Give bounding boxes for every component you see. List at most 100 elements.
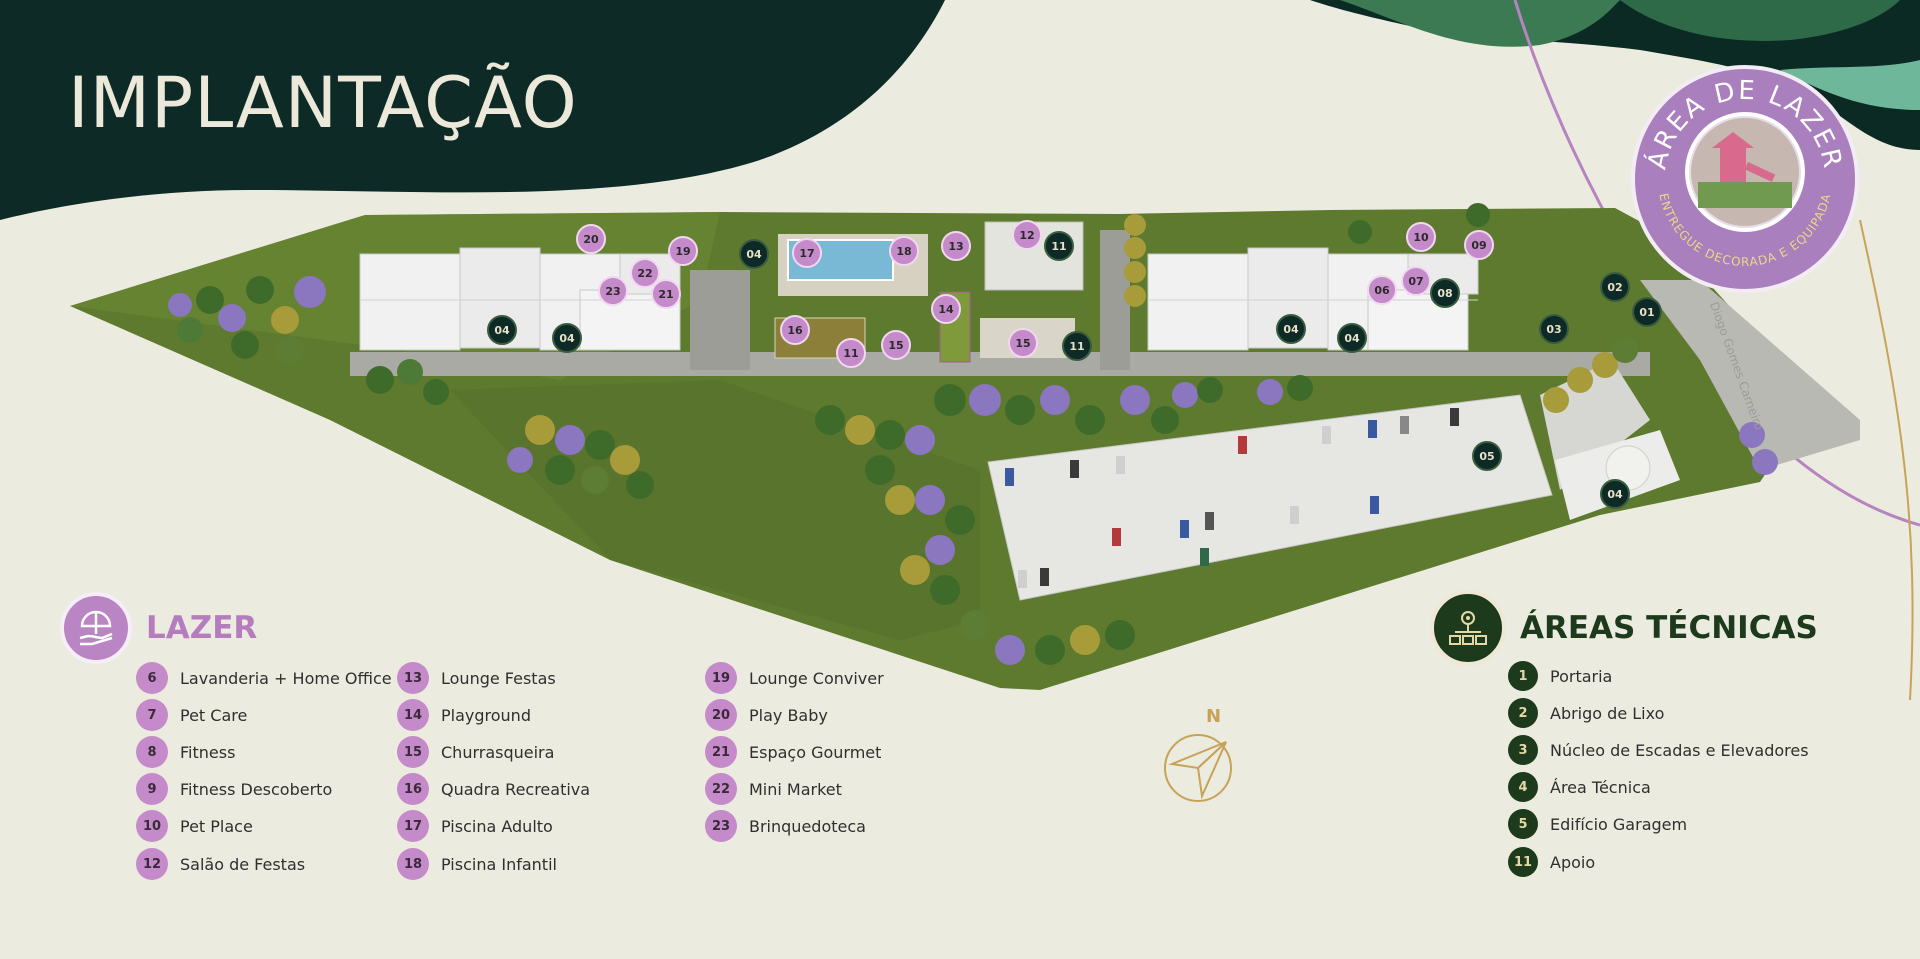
garage-building	[987, 394, 1553, 601]
map-marker: 19	[668, 236, 698, 266]
map-marker: 17	[792, 238, 822, 268]
map-marker: 04	[487, 315, 517, 345]
legend-label: Edifício Garagem	[1550, 814, 1688, 834]
legend-label: Piscina Infantil	[441, 854, 557, 874]
legend-number: 17	[397, 810, 429, 842]
legend-number: 10	[136, 810, 168, 842]
map-marker: 08	[1430, 278, 1460, 308]
legend-label: Área Técnica	[1550, 777, 1651, 797]
compass-rose: N	[1158, 706, 1238, 806]
map-marker: 18	[889, 236, 919, 266]
legend-label: Apoio	[1550, 852, 1596, 872]
map-marker: 11	[1044, 231, 1074, 261]
legend-item: 9 Fitness Descoberto	[136, 773, 332, 805]
legend-number: 23	[705, 810, 737, 842]
legend-number: 16	[397, 773, 429, 805]
legend-label: Pet Place	[180, 816, 253, 836]
legend-label: Núcleo de Escadas e Elevadores	[1550, 740, 1809, 760]
legend-label: Quadra Recreativa	[441, 779, 591, 799]
legend-label: Play Baby	[749, 705, 828, 725]
legend-item: 2 Abrigo de Lixo	[1508, 698, 1664, 728]
lazer-title: LAZER	[146, 610, 258, 646]
legend-label: Piscina Adulto	[441, 816, 553, 836]
legend-label: Fitness Descoberto	[180, 779, 333, 799]
map-marker: 04	[1600, 479, 1630, 509]
legend-number: 3	[1508, 735, 1538, 765]
legend-item: 11 Apoio	[1508, 847, 1595, 877]
legend-label: Portaria	[1550, 666, 1613, 686]
page-title: IMPLANTAÇÃO	[68, 62, 578, 144]
map-marker: 10	[1406, 222, 1436, 252]
legend-label: Playground	[441, 705, 531, 725]
map-marker: 11	[1062, 331, 1092, 361]
legend-item: 16 Quadra Recreativa	[397, 773, 590, 805]
legend-number: 13	[397, 662, 429, 694]
tree-clusters	[168, 203, 1778, 665]
legend-item: 10 Pet Place	[136, 810, 253, 842]
legend-number: 7	[136, 699, 168, 731]
legend-item: 4 Área Técnica	[1508, 772, 1651, 802]
legend-item: 5 Edifício Garagem	[1508, 809, 1687, 839]
legend-number: 2	[1508, 698, 1538, 728]
legend-item: 22 Mini Market	[705, 773, 842, 805]
legend-item: 6 Lavanderia + Home Office	[136, 662, 392, 694]
legend-label: Churrasqueira	[441, 742, 555, 762]
map-marker: 23	[598, 276, 628, 306]
legend-number: 6	[136, 662, 168, 694]
legend-number: 18	[397, 848, 429, 880]
legend-number: 11	[1508, 847, 1538, 877]
map-marker: 15	[1008, 328, 1038, 358]
legend-label: Lounge Conviver	[749, 668, 884, 688]
legend-label: Pet Care	[180, 705, 248, 725]
legend-label: Brinquedoteca	[749, 816, 866, 836]
map-marker: 04	[1276, 314, 1306, 344]
map-marker: 04	[1337, 323, 1367, 353]
street	[1640, 280, 1860, 470]
map-marker: 04	[739, 239, 769, 269]
legend-number: 21	[705, 736, 737, 768]
legend-item: 18 Piscina Infantil	[397, 848, 557, 880]
legend-number: 14	[397, 699, 429, 731]
legend-number: 8	[136, 736, 168, 768]
map-marker: 04	[552, 323, 582, 353]
legend-number: 15	[397, 736, 429, 768]
map-marker: 16	[780, 315, 810, 345]
legend-item: 14 Playground	[397, 699, 531, 731]
map-marker: 13	[941, 231, 971, 261]
map-marker: 02	[1600, 272, 1630, 302]
legend-number: 9	[136, 773, 168, 805]
legend-number: 22	[705, 773, 737, 805]
legend-label: Mini Market	[749, 779, 842, 799]
tech-title: ÁREAS TÉCNICAS	[1520, 610, 1818, 646]
legend-item: 3 Núcleo de Escadas e Elevadores	[1508, 735, 1809, 765]
map-marker: 07	[1401, 266, 1431, 296]
legend-item: 21 Espaço Gourmet	[705, 736, 881, 768]
legend-label: Abrigo de Lixo	[1550, 703, 1665, 723]
legend-number: 5	[1508, 809, 1538, 839]
map-marker: 06	[1367, 275, 1397, 305]
header-wave	[0, 0, 945, 220]
legend-label: Lavanderia + Home Office	[180, 668, 392, 688]
legend-item: 23 Brinquedoteca	[705, 810, 866, 842]
legend-label: Espaço Gourmet	[749, 742, 882, 762]
parked-cars	[1005, 408, 1459, 588]
map-marker: 20	[576, 224, 606, 254]
legend-item: 15 Churrasqueira	[397, 736, 554, 768]
legend-number: 4	[1508, 772, 1538, 802]
map-marker: 11	[836, 338, 866, 368]
compass-icon	[1164, 734, 1232, 802]
compass-north-label: N	[1206, 706, 1222, 727]
map-marker: 12	[1012, 220, 1042, 250]
map-marker: 03	[1539, 314, 1569, 344]
map-marker: 15	[881, 330, 911, 360]
legend-item: 17 Piscina Adulto	[397, 810, 553, 842]
legend-number: 12	[136, 848, 168, 880]
beach-umbrella-hand-icon	[60, 592, 132, 664]
